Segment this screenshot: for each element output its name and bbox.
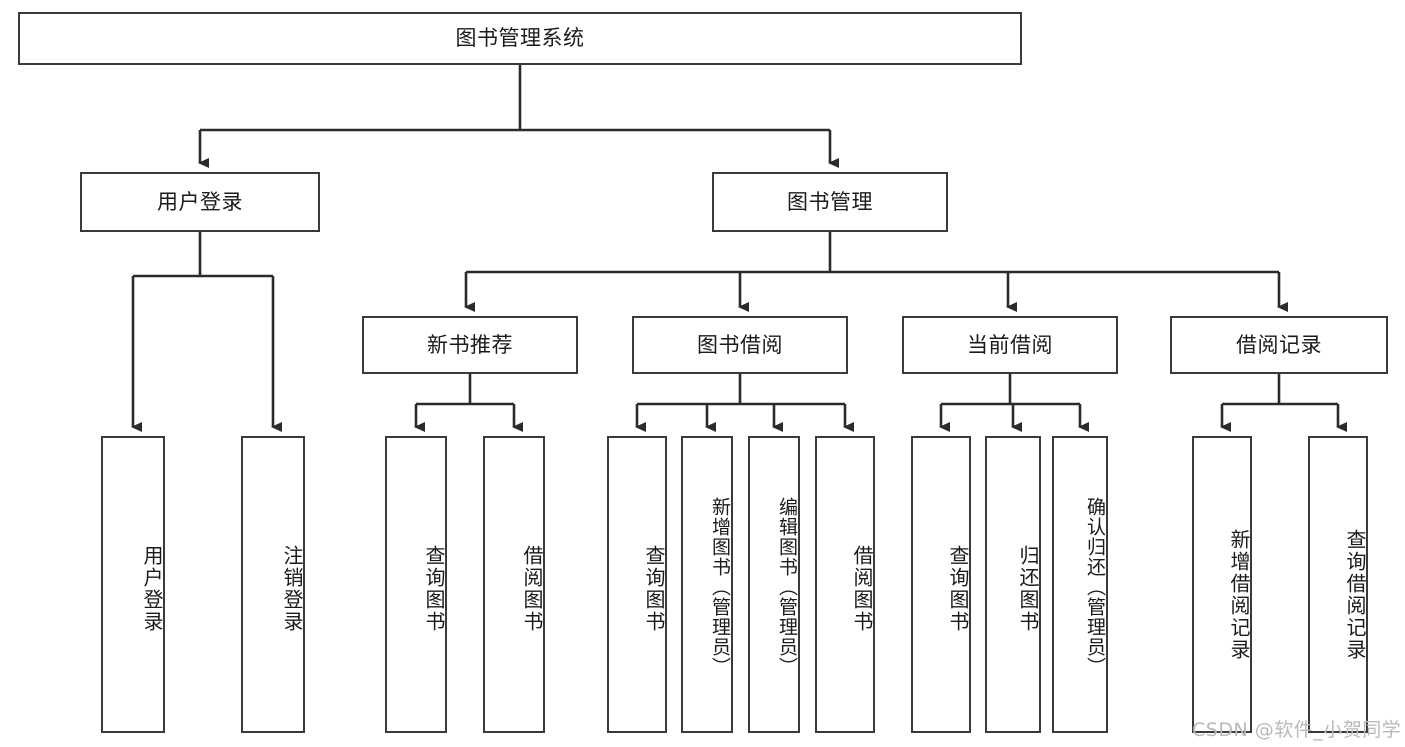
node-leaf-confirm-return-label: 确认归还（管理员）	[1084, 496, 1106, 677]
node-leaf-query-book-2-label: 查询图书	[642, 544, 666, 633]
node-user-login[interactable]: 用户登录	[80, 172, 320, 232]
node-leaf-borrow-book-1-label: 借阅图书	[520, 544, 544, 633]
node-leaf-logout-label: 注销登录	[280, 544, 304, 633]
node-leaf-query-book-2[interactable]: 查询图书	[607, 436, 667, 733]
node-book-borrow-label: 图书借阅	[697, 332, 783, 357]
node-leaf-user-login-label: 用户登录	[140, 544, 164, 633]
node-book-manage-label: 图书管理	[787, 189, 873, 214]
node-current-borrow-label: 当前借阅	[967, 332, 1053, 357]
node-leaf-add-record[interactable]: 新增借阅记录	[1192, 436, 1252, 733]
node-borrow-record-label: 借阅记录	[1236, 332, 1322, 357]
node-leaf-return-book-label: 归还图书	[1016, 544, 1040, 633]
node-root-label: 图书管理系统	[455, 26, 585, 51]
node-leaf-confirm-return[interactable]: 确认归还（管理员）	[1052, 436, 1108, 733]
csdn-watermark: CSDN @软件_小贺同学	[1192, 719, 1402, 741]
node-leaf-query-book-1[interactable]: 查询图书	[385, 436, 447, 733]
node-leaf-borrow-book-2[interactable]: 借阅图书	[815, 436, 875, 733]
node-leaf-edit-book[interactable]: 编辑图书（管理员）	[748, 436, 800, 733]
node-user-login-label: 用户登录	[157, 189, 243, 214]
node-book-borrow[interactable]: 图书借阅	[632, 316, 848, 374]
node-leaf-query-book-3[interactable]: 查询图书	[911, 436, 971, 733]
node-leaf-user-login[interactable]: 用户登录	[101, 436, 165, 733]
node-leaf-add-book[interactable]: 新增图书（管理员）	[681, 436, 733, 733]
node-current-borrow[interactable]: 当前借阅	[902, 316, 1118, 374]
node-leaf-query-book-3-label: 查询图书	[946, 544, 970, 633]
node-leaf-edit-book-label: 编辑图书（管理员）	[776, 496, 798, 677]
node-leaf-add-book-label: 新增图书（管理员）	[709, 496, 731, 677]
node-leaf-query-book-1-label: 查询图书	[422, 544, 446, 633]
node-book-manage[interactable]: 图书管理	[712, 172, 948, 232]
node-leaf-query-record-label: 查询借阅记录	[1343, 528, 1367, 661]
node-leaf-logout[interactable]: 注销登录	[241, 436, 305, 733]
node-root[interactable]: 图书管理系统	[18, 12, 1022, 65]
node-leaf-query-record[interactable]: 查询借阅记录	[1308, 436, 1368, 733]
node-borrow-record[interactable]: 借阅记录	[1170, 316, 1388, 374]
node-leaf-borrow-book-1[interactable]: 借阅图书	[483, 436, 545, 733]
node-leaf-return-book[interactable]: 归还图书	[985, 436, 1041, 733]
node-leaf-add-record-label: 新增借阅记录	[1227, 528, 1251, 661]
node-new-book-recommend-label: 新书推荐	[427, 332, 513, 357]
node-new-book-recommend[interactable]: 新书推荐	[362, 316, 578, 374]
node-leaf-borrow-book-2-label: 借阅图书	[850, 544, 874, 633]
